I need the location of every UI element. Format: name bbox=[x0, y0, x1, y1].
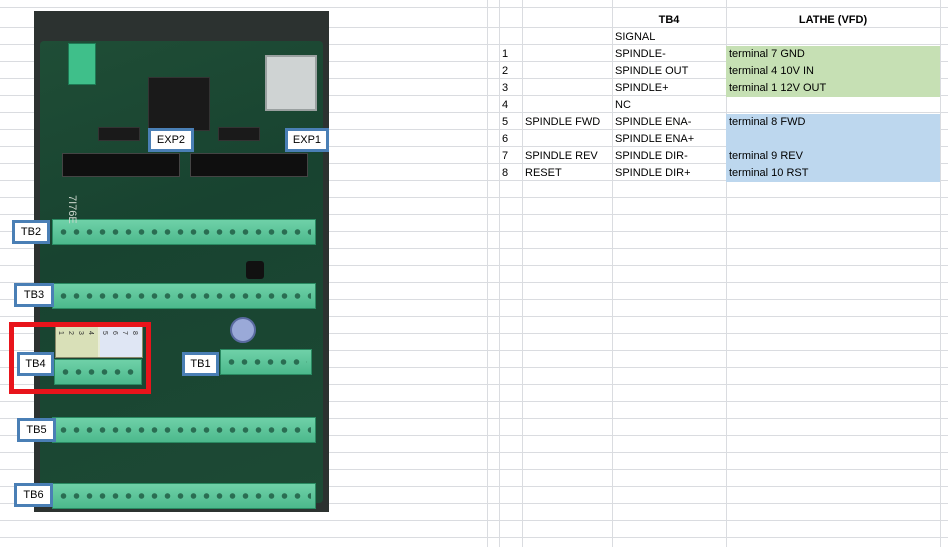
tb4-plug: 1 2 3 4 5 6 7 8 bbox=[55, 326, 143, 358]
label-tb2[interactable]: TB2 bbox=[12, 220, 50, 244]
cell-vfd-terminal[interactable] bbox=[726, 131, 940, 148]
ic-chip bbox=[218, 127, 260, 141]
board-silkscreen: 7I76E bbox=[66, 195, 78, 224]
capacitor bbox=[230, 317, 256, 343]
cell-vfd-terminal[interactable] bbox=[726, 97, 940, 114]
cell-vfd-terminal[interactable]: terminal 10 RST bbox=[726, 165, 940, 182]
column-divider bbox=[940, 0, 941, 547]
column-divider bbox=[726, 0, 727, 547]
tb4-plug-left bbox=[56, 327, 98, 357]
tb4-terminal bbox=[54, 359, 142, 385]
cell-function[interactable] bbox=[522, 97, 612, 114]
ic-chip bbox=[98, 127, 140, 141]
tb4-highlight-box[interactable] bbox=[9, 322, 151, 394]
cell-pin-number[interactable]: 4 bbox=[502, 99, 509, 111]
cell-pin-number[interactable]: 5 bbox=[502, 116, 509, 128]
power-connector bbox=[68, 43, 96, 85]
cell-pin-number[interactable]: 6 bbox=[502, 133, 509, 145]
cell-signal[interactable]: SPINDLE- bbox=[615, 48, 666, 60]
label-tb6[interactable]: TB6 bbox=[14, 483, 53, 507]
header-lathe-vfd[interactable]: LATHE (VFD) bbox=[798, 14, 868, 26]
column-divider bbox=[499, 0, 500, 547]
cell-function[interactable]: RESET bbox=[525, 167, 562, 179]
tb5-terminal bbox=[52, 417, 316, 443]
cell-function[interactable]: SPINDLE REV bbox=[525, 150, 598, 162]
ethernet-jack bbox=[265, 55, 317, 111]
cell-vfd-terminal[interactable]: terminal 9 REV bbox=[726, 148, 940, 165]
exp2-header bbox=[62, 153, 180, 177]
label-tb1[interactable]: TB1 bbox=[182, 352, 219, 376]
cell-function[interactable] bbox=[522, 80, 612, 97]
signal-label[interactable]: SIGNAL bbox=[615, 31, 656, 43]
cell-signal[interactable]: SPINDLE OUT bbox=[615, 65, 689, 77]
cell-function[interactable] bbox=[522, 46, 612, 63]
cell-pin-number[interactable]: 8 bbox=[502, 167, 509, 179]
column-divider bbox=[522, 0, 523, 547]
cell-vfd-terminal[interactable]: terminal 7 GND bbox=[726, 46, 940, 63]
fpga-chip bbox=[148, 77, 210, 131]
cell-function[interactable]: SPINDLE FWD bbox=[525, 116, 601, 128]
tb6-terminal bbox=[52, 483, 316, 509]
label-exp2[interactable]: EXP2 bbox=[148, 128, 194, 152]
cell-function[interactable] bbox=[522, 63, 612, 80]
cell-vfd-terminal[interactable]: terminal 1 12V OUT bbox=[726, 80, 940, 97]
pcb: 7I76E bbox=[40, 41, 323, 509]
cell-signal[interactable]: SPINDLE DIR+ bbox=[615, 167, 691, 179]
label-tb5[interactable]: TB5 bbox=[17, 418, 56, 442]
cell-vfd-terminal[interactable]: terminal 4 10V IN bbox=[726, 63, 940, 80]
board-photo[interactable]: 7I76E bbox=[34, 11, 329, 512]
cell-signal[interactable]: NC bbox=[615, 99, 631, 111]
inductor bbox=[246, 261, 264, 279]
tb4-plug-right bbox=[100, 327, 142, 357]
header-tb4[interactable]: TB4 bbox=[658, 14, 680, 26]
column-divider bbox=[612, 0, 613, 547]
label-tb3[interactable]: TB3 bbox=[14, 283, 54, 307]
cell-vfd-terminal[interactable]: terminal 8 FWD bbox=[726, 114, 940, 131]
cell-signal[interactable]: SPINDLE+ bbox=[615, 82, 669, 94]
exp1-header bbox=[190, 153, 308, 177]
cell-signal[interactable]: SPINDLE ENA+ bbox=[615, 133, 695, 145]
cell-pin-number[interactable]: 2 bbox=[502, 65, 509, 77]
column-divider bbox=[487, 0, 488, 547]
cell-pin-number[interactable]: 1 bbox=[502, 48, 509, 60]
label-tb4[interactable]: TB4 bbox=[17, 352, 54, 376]
cell-pin-number[interactable]: 7 bbox=[502, 150, 509, 162]
label-exp1[interactable]: EXP1 bbox=[285, 128, 329, 152]
cell-function[interactable] bbox=[522, 131, 612, 148]
cell-pin-number[interactable]: 3 bbox=[502, 82, 509, 94]
cell-signal[interactable]: SPINDLE DIR- bbox=[615, 150, 688, 162]
cell-signal[interactable]: SPINDLE ENA- bbox=[615, 116, 692, 128]
tb1-terminal bbox=[220, 349, 312, 375]
tb2-terminal bbox=[52, 219, 316, 245]
tb3-terminal bbox=[52, 283, 316, 309]
